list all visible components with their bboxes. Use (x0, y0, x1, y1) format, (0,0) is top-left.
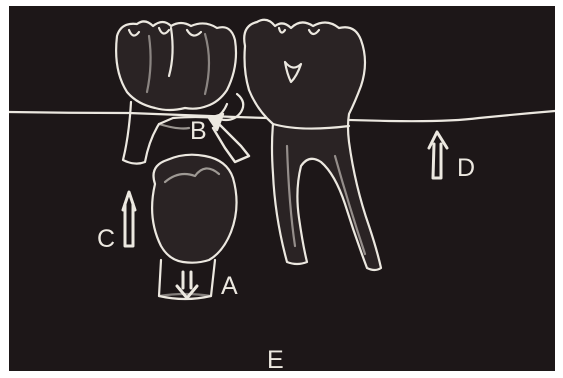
chalkboard-diagram: B C A D E (9, 6, 555, 371)
label-b: B (190, 119, 207, 144)
label-e: E (267, 348, 284, 371)
label-c: C (97, 227, 115, 252)
tooth-drawing (9, 6, 555, 371)
label-d: D (457, 156, 475, 181)
label-a: A (221, 274, 238, 299)
